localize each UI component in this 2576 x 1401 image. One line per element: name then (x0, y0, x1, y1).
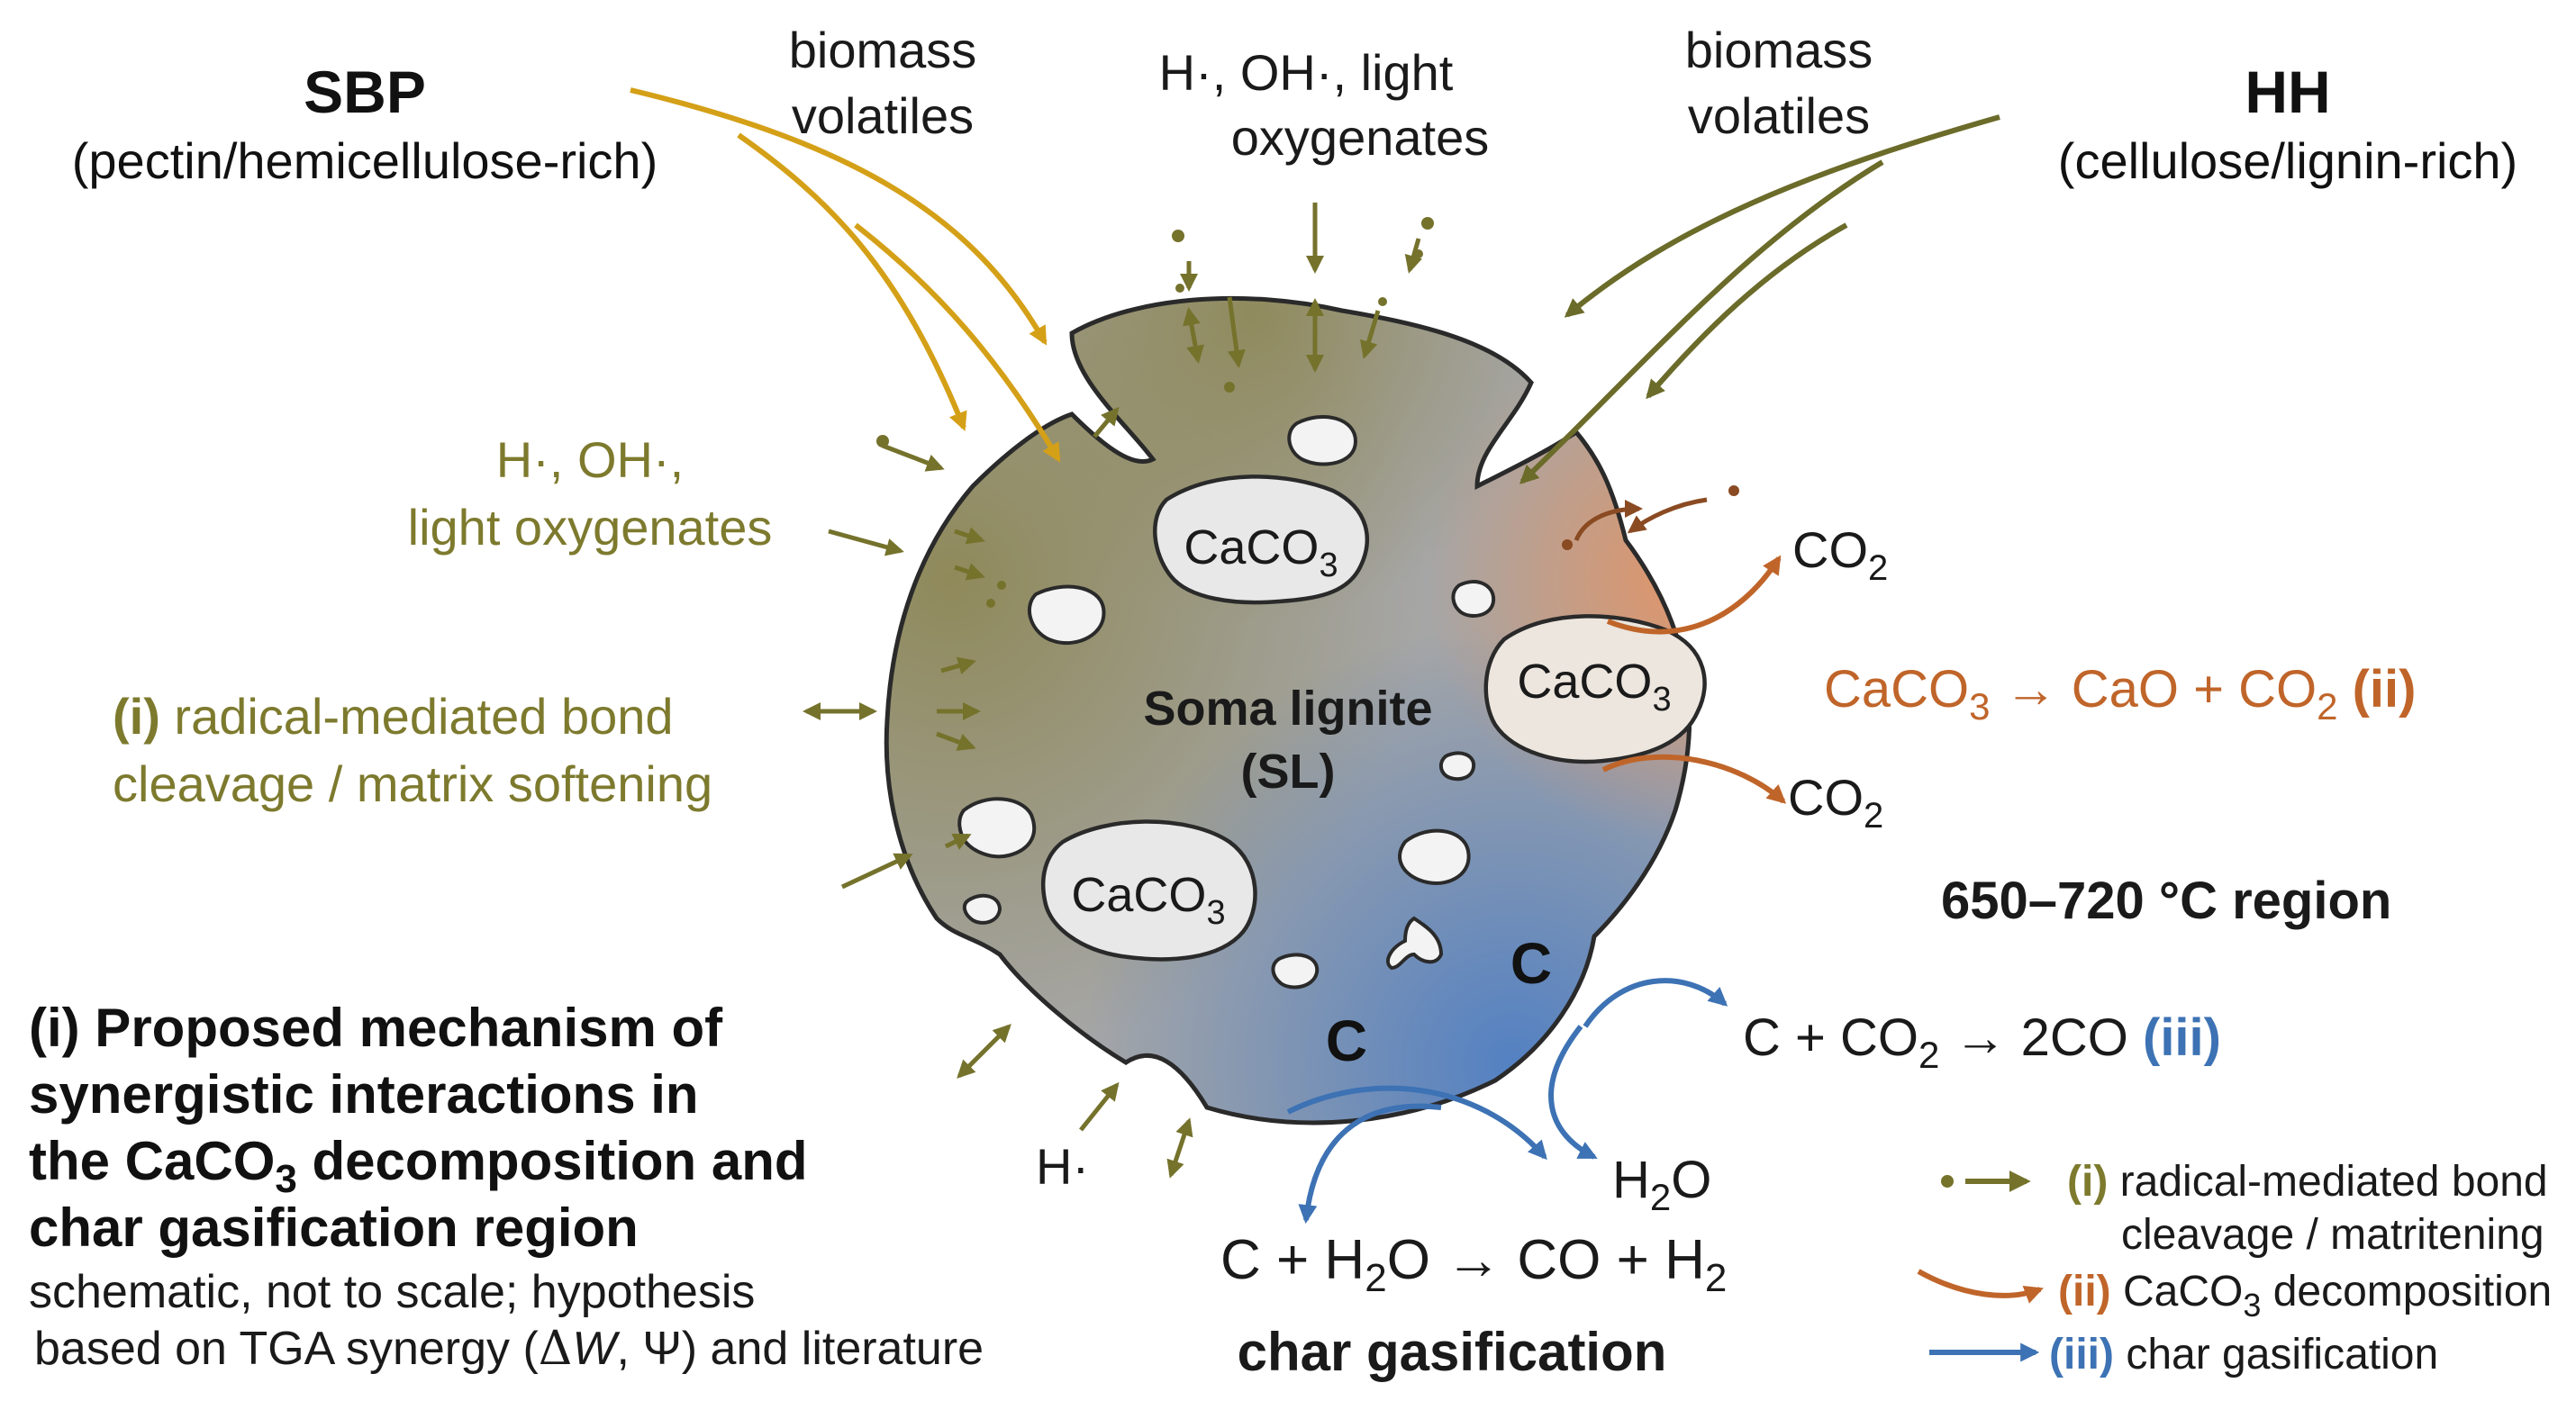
h2o-label: H2O (1612, 1151, 1711, 1218)
sbp-subtitle: (pectin/hemicellulose-rich) (72, 132, 658, 189)
legend-item-radical: (i) radical-mediated bond cleavage / mat… (1941, 1158, 2548, 1259)
co2-release-arrows (1601, 555, 1787, 804)
calcination-reaction: CaCO3 → CaO + CO2 (ii) (1824, 660, 2416, 728)
radicals-top-line1: H·, OH·, light (1159, 44, 1454, 101)
legend-item-decomposition: (ii) CaCO3 decomposition (1917, 1268, 2552, 1324)
water-gas-reaction: C + H2O → CO + H2 (1220, 1229, 1727, 1300)
caco3-inclusion-right: CaCO3 (1483, 614, 1707, 764)
legend-gasification-label: (iii) char gasification (2049, 1331, 2438, 1378)
hh-subtitle: (cellulose/lignin-rich) (2058, 132, 2517, 189)
legend-item-gasification: (iii) char gasification (1929, 1331, 2438, 1378)
temperature-region-label: 650–720 °C region (1941, 872, 2391, 930)
caption-note-line2: based on TGA synergy (ΔW, Ψ) and literat… (34, 1322, 984, 1376)
hh-title: HH (2245, 59, 2330, 125)
caption-title-line3: the CaCO3 decomposition and (29, 1131, 808, 1201)
radicals-left-line1: H·, OH·, (496, 431, 684, 488)
radicals-top-line2: oxygenates (1231, 109, 1489, 166)
carbon-label-1: C (1326, 1008, 1367, 1073)
hh-volatile-arrows (1519, 114, 2000, 484)
caption-title-line2: synergistic interactions in (29, 1064, 699, 1125)
char-gasification-label: char gasification (1238, 1322, 1667, 1382)
decomposition-micro-dots (1562, 485, 1739, 550)
figure-caption: (i) Proposed mechanism of synergistic in… (29, 998, 984, 1376)
mechanism-i-line1: (i) radical-mediated bond (113, 688, 674, 745)
gasification-arrows (1286, 978, 1728, 1225)
particle-name: Soma lignite (1143, 682, 1432, 736)
legend-decomposition-label: (ii) CaCO3 decomposition (2058, 1268, 2552, 1324)
legend-radical-line1: (i) radical-mediated bond (2067, 1158, 2548, 1206)
svg-text:CaCO3: CaCO3 (1517, 655, 1671, 719)
external-radical-arrows (803, 203, 1423, 1179)
carbon-label-2: C (1510, 931, 1552, 996)
biomass-volatiles-left-line1: biomass (789, 22, 977, 78)
decomposition-micro-arrows (1574, 497, 1708, 542)
radical-dots (986, 284, 1387, 608)
co2-label-top: CO2 (1792, 521, 1888, 588)
co2-label-bottom: CO2 (1788, 769, 1883, 836)
boudouard-reaction: C + CO2 → 2CO (iii) (1743, 1008, 2221, 1076)
svg-text:CaCO3: CaCO3 (1184, 520, 1338, 584)
curved-arrow-icon (1917, 1269, 2044, 1304)
pores (957, 414, 1496, 990)
legend: (i) radical-mediated bond cleavage / mat… (1917, 1158, 2552, 1378)
legend-radical-line2: cleavage / matritening (2121, 1211, 2544, 1259)
internal-radical-arrows (936, 296, 1381, 850)
biomass-volatiles-right-line1: biomass (1685, 22, 1873, 78)
biomass-volatiles-left-line2: volatiles (792, 87, 974, 144)
radicals-left-line2: light oxygenates (408, 499, 773, 556)
dot-arrow-icon (1941, 1175, 1954, 1188)
caption-title-line4: char gasification region (29, 1198, 639, 1258)
sbp-volatile-arrows (630, 87, 1061, 463)
caco3-inclusion-bottom: CaCO3 (1040, 819, 1257, 962)
h-radical-bottom: H· (1036, 1138, 1089, 1195)
biomass-volatiles-right-line2: volatiles (1688, 87, 1870, 144)
mechanism-i-line2: cleavage / matrix softening (113, 755, 712, 812)
sbp-title: SBP (304, 59, 426, 125)
svg-text:CaCO3: CaCO3 (1071, 868, 1225, 932)
caption-note-line1: schematic, not to scale; hypothesis (29, 1266, 755, 1318)
external-radical-dots (876, 217, 1434, 447)
particle-name-abbrev: (SL) (1241, 745, 1336, 799)
caco3-inclusion-top: CaCO3 (1153, 475, 1369, 605)
caption-title-line1: (i) Proposed mechanism of (29, 998, 723, 1058)
